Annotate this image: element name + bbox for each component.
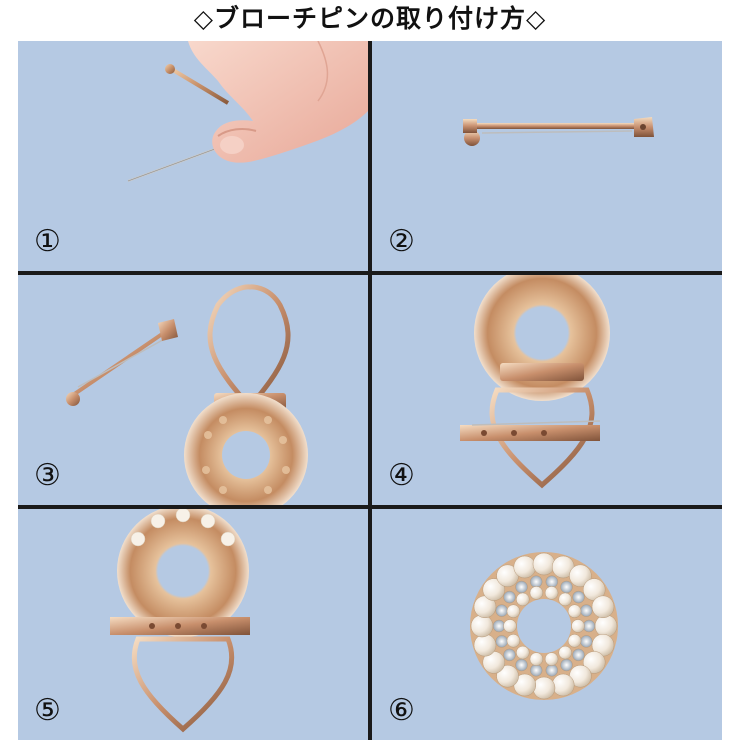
crystal	[582, 619, 596, 633]
pearl	[582, 651, 606, 674]
crystal	[495, 604, 508, 617]
step-panel-6: ⑥	[372, 509, 722, 740]
pearl	[567, 634, 582, 648]
pearl	[544, 586, 559, 600]
crystal	[572, 648, 585, 662]
step-number-6: ⑥	[388, 693, 415, 728]
pearl	[594, 614, 618, 638]
pearl	[532, 552, 556, 576]
step-panel-1: ①	[18, 41, 368, 271]
pearl	[544, 652, 559, 666]
pearl	[567, 604, 582, 618]
step-panel-2: ②	[372, 41, 722, 271]
step-panel-3: ③	[18, 275, 368, 505]
inner-pearl-ring	[503, 586, 585, 666]
crystal	[529, 575, 543, 588]
pearl	[473, 633, 497, 657]
pearl	[482, 578, 506, 601]
pearl	[558, 592, 572, 607]
pin-and-brooch-back-illustration	[66, 284, 308, 505]
pearl	[529, 586, 544, 600]
pin-closed-on-loop-illustration	[110, 509, 250, 733]
crystal	[515, 658, 528, 672]
step-panel-5: ⑤	[18, 509, 368, 740]
crystal	[560, 580, 573, 594]
crystal	[572, 590, 585, 604]
crystal	[515, 580, 528, 594]
crystal	[545, 575, 559, 588]
crystal	[545, 664, 559, 677]
crystal	[492, 619, 506, 633]
crystal	[495, 635, 508, 648]
page-title: ◇ブローチピンの取り付け方◇	[193, 4, 547, 33]
pearl	[571, 619, 585, 633]
step-number-3: ③	[34, 458, 61, 493]
pearl	[496, 664, 519, 688]
pearl	[529, 652, 544, 666]
hand-holding-pin-illustration	[127, 41, 368, 182]
pearl	[569, 564, 592, 588]
finished-pearl-brooch-illustration	[470, 552, 618, 700]
step-panel-4: ④	[372, 275, 722, 505]
pearl	[506, 604, 521, 618]
crystal	[503, 648, 516, 662]
pearl	[506, 634, 521, 648]
pearl	[470, 614, 494, 638]
pearl	[503, 619, 517, 633]
crystal-ring	[492, 575, 596, 677]
crystal	[580, 635, 593, 648]
closed-brooch-pin-illustration	[463, 117, 654, 146]
pearl	[513, 555, 537, 579]
pin-attached-to-loop-illustration	[460, 275, 610, 489]
crystal	[503, 590, 516, 604]
pearl	[516, 592, 530, 607]
instruction-grid: ① ②	[18, 41, 722, 740]
crystal	[560, 658, 573, 672]
pearl	[516, 645, 530, 660]
step-number-4: ④	[388, 458, 415, 493]
pearl	[551, 673, 575, 697]
step-number-2: ②	[388, 224, 415, 259]
pearl	[532, 676, 556, 700]
crystal	[529, 664, 543, 677]
pearl	[558, 645, 572, 660]
step-number-5: ⑤	[34, 693, 61, 728]
crystal	[580, 604, 593, 617]
outer-pearl-ring	[470, 552, 618, 700]
step-number-1: ①	[34, 224, 61, 259]
pearl	[591, 595, 615, 619]
